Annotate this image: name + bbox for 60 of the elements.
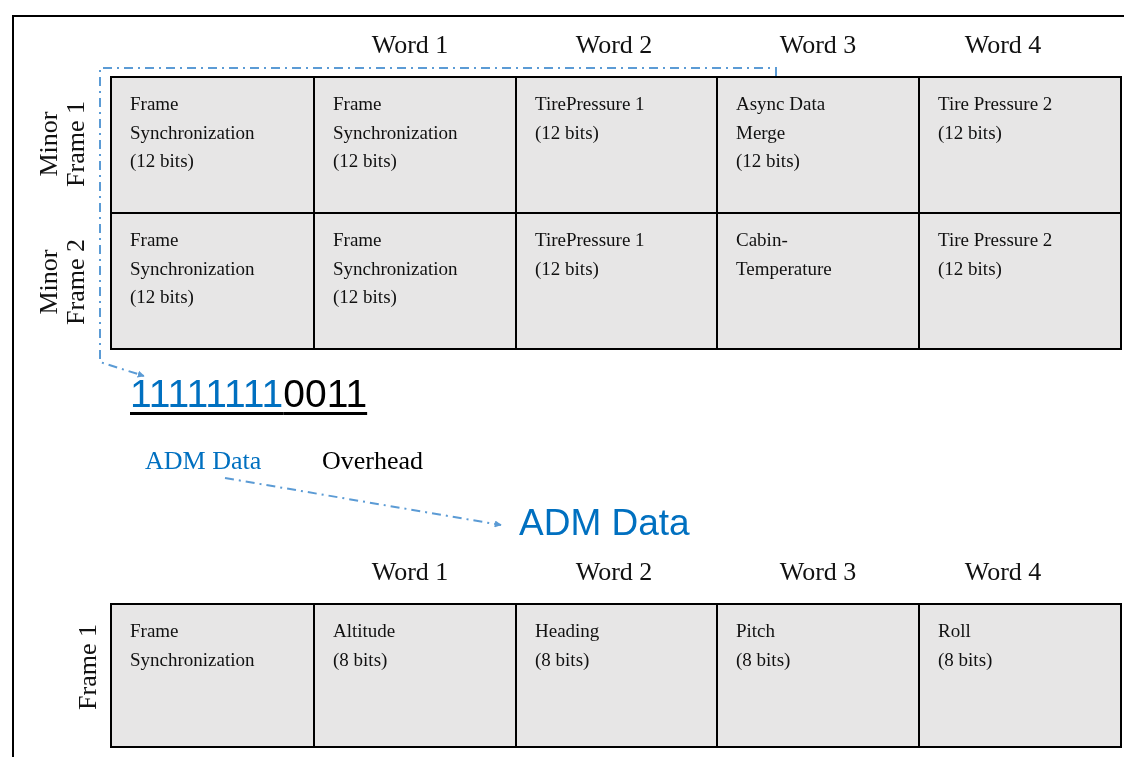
frame-cell xyxy=(515,603,718,748)
cell-text: Heading xyxy=(535,619,601,643)
overhead-label: Overhead xyxy=(322,446,424,476)
cell-text: TirePressure 1 xyxy=(535,92,646,116)
cell-text: Tire Pressure 2 xyxy=(938,228,1054,252)
cell-text: Async Data Merge xyxy=(736,92,827,145)
frame-cell xyxy=(110,76,315,214)
cell-text: Frame Synchronization xyxy=(130,92,256,145)
cell-text: (12 bits) xyxy=(535,256,600,281)
dash-dot-arrow xyxy=(224,477,502,528)
cell-text: Frame Synchronization xyxy=(130,228,256,281)
column-header: Word 2 xyxy=(575,557,653,587)
data-label: ADM Data xyxy=(145,446,262,476)
cell-text: (12 bits) xyxy=(938,256,1003,281)
column-header: Word 1 xyxy=(371,557,449,587)
frame-cell xyxy=(313,76,517,214)
bit-string: 111111110011 xyxy=(130,372,368,416)
frame-cell xyxy=(716,603,920,748)
column-header: Word 4 xyxy=(964,557,1042,587)
cell-text: (8 bits) xyxy=(333,647,389,672)
frame-cell xyxy=(313,603,517,748)
cell-text: (12 bits) xyxy=(333,149,398,173)
section-heading: ADM Data xyxy=(519,502,690,544)
frame-cell xyxy=(515,212,718,350)
frame-cell xyxy=(716,212,920,350)
cell-text: (12 bits) xyxy=(130,285,195,309)
frame-cell xyxy=(918,603,1122,748)
frame-cell xyxy=(313,212,517,350)
cell-text: (12 bits) xyxy=(736,149,801,173)
cell-text: Tire Pressure 2 xyxy=(938,92,1054,116)
frame-cell xyxy=(918,212,1122,350)
column-header: Word 3 xyxy=(779,557,857,587)
row-label: Minor Frame 2 xyxy=(34,238,90,327)
row-label: Frame 1 xyxy=(74,623,102,712)
cell-text: (12 bits) xyxy=(130,149,195,173)
cell-text: (8 bits) xyxy=(535,647,591,672)
column-header: Word 2 xyxy=(575,30,653,60)
cell-text: Frame Synchronization xyxy=(130,619,256,672)
frame-cell xyxy=(716,76,920,214)
dash-dot-arrow xyxy=(99,67,777,378)
cell-text: Roll xyxy=(938,619,972,643)
frame-cell xyxy=(515,76,718,214)
cell-text: TirePressure 1 xyxy=(535,228,646,252)
column-header: Word 4 xyxy=(964,30,1042,60)
cell-text: Pitch xyxy=(736,619,777,643)
row-label: Minor Frame 1 xyxy=(34,100,90,189)
cell-text: Altitude xyxy=(333,619,397,643)
cell-text: Frame Synchronization xyxy=(333,228,459,281)
frame-cell xyxy=(110,212,315,350)
column-header: Word 1 xyxy=(371,30,449,60)
cell-text: (12 bits) xyxy=(535,120,600,145)
cell-text: (12 bits) xyxy=(938,120,1003,145)
cell-text: Frame Synchronization xyxy=(333,92,459,145)
column-header: Word 3 xyxy=(779,30,857,60)
cell-text: Cabin-Temperature xyxy=(736,228,833,281)
cell-text: (12 bits) xyxy=(333,285,398,309)
frame-cell xyxy=(918,76,1122,214)
cell-text: (8 bits) xyxy=(938,647,994,672)
cell-text: (8 bits) xyxy=(736,647,792,672)
frame-cell xyxy=(110,603,315,748)
